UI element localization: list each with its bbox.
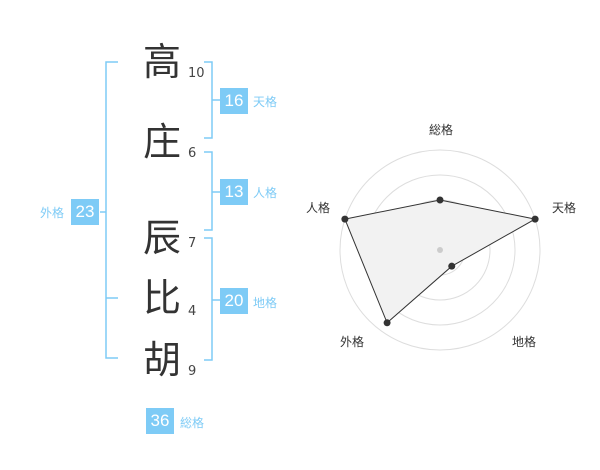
- gaikaku-value: 23: [71, 199, 99, 225]
- tenkaku-value: 16: [220, 88, 248, 114]
- radar-axis-label-soukaku: 総格: [429, 122, 453, 137]
- radar-axis-label-tenkaku: 天格: [552, 200, 576, 215]
- radar-axis-label-gaikaku: 外格: [340, 334, 364, 349]
- jinkaku-bracket: [204, 151, 213, 231]
- name-char-2: 庄: [142, 120, 181, 164]
- stroke-count-2: 6: [188, 146, 197, 161]
- stroke-count-3: 7: [188, 236, 197, 251]
- radar-center-dot: [437, 247, 443, 253]
- chikaku-bracket: [204, 237, 213, 361]
- radar-axis-label-chikaku: 地格: [512, 334, 536, 349]
- name-char-4: 比: [142, 276, 181, 320]
- stroke-count-1: 10: [188, 66, 205, 81]
- radar-point-1: [436, 196, 444, 204]
- tenkaku-label: 天格: [253, 95, 278, 109]
- chikaku-label: 地格: [253, 296, 278, 310]
- radar-point-3: [448, 262, 456, 270]
- stroke-count-5: 9: [188, 364, 197, 379]
- soukaku-label: 総格: [180, 416, 205, 430]
- name-char-5: 胡: [142, 338, 181, 382]
- stroke-count-4: 4: [188, 304, 197, 319]
- name-char-1: 高: [142, 40, 181, 84]
- radar-point-2: [531, 215, 539, 223]
- soukaku-value: 36: [146, 408, 174, 434]
- radar-axis-label-jinkaku: 人格: [306, 200, 330, 215]
- gaikaku-bracket-top: [105, 61, 118, 359]
- radar-polygon: [344, 199, 537, 324]
- radar-ring-4: [339, 149, 541, 351]
- radar-points: [341, 196, 539, 327]
- radar-point-4: [383, 319, 391, 327]
- gaikaku-label: 外格: [40, 206, 65, 220]
- name-char-3: 辰: [142, 216, 181, 260]
- jinkaku-value: 13: [220, 179, 248, 205]
- jinkaku-label: 人格: [253, 186, 278, 200]
- chikaku-value: 20: [220, 288, 248, 314]
- radar-point-5: [341, 215, 349, 223]
